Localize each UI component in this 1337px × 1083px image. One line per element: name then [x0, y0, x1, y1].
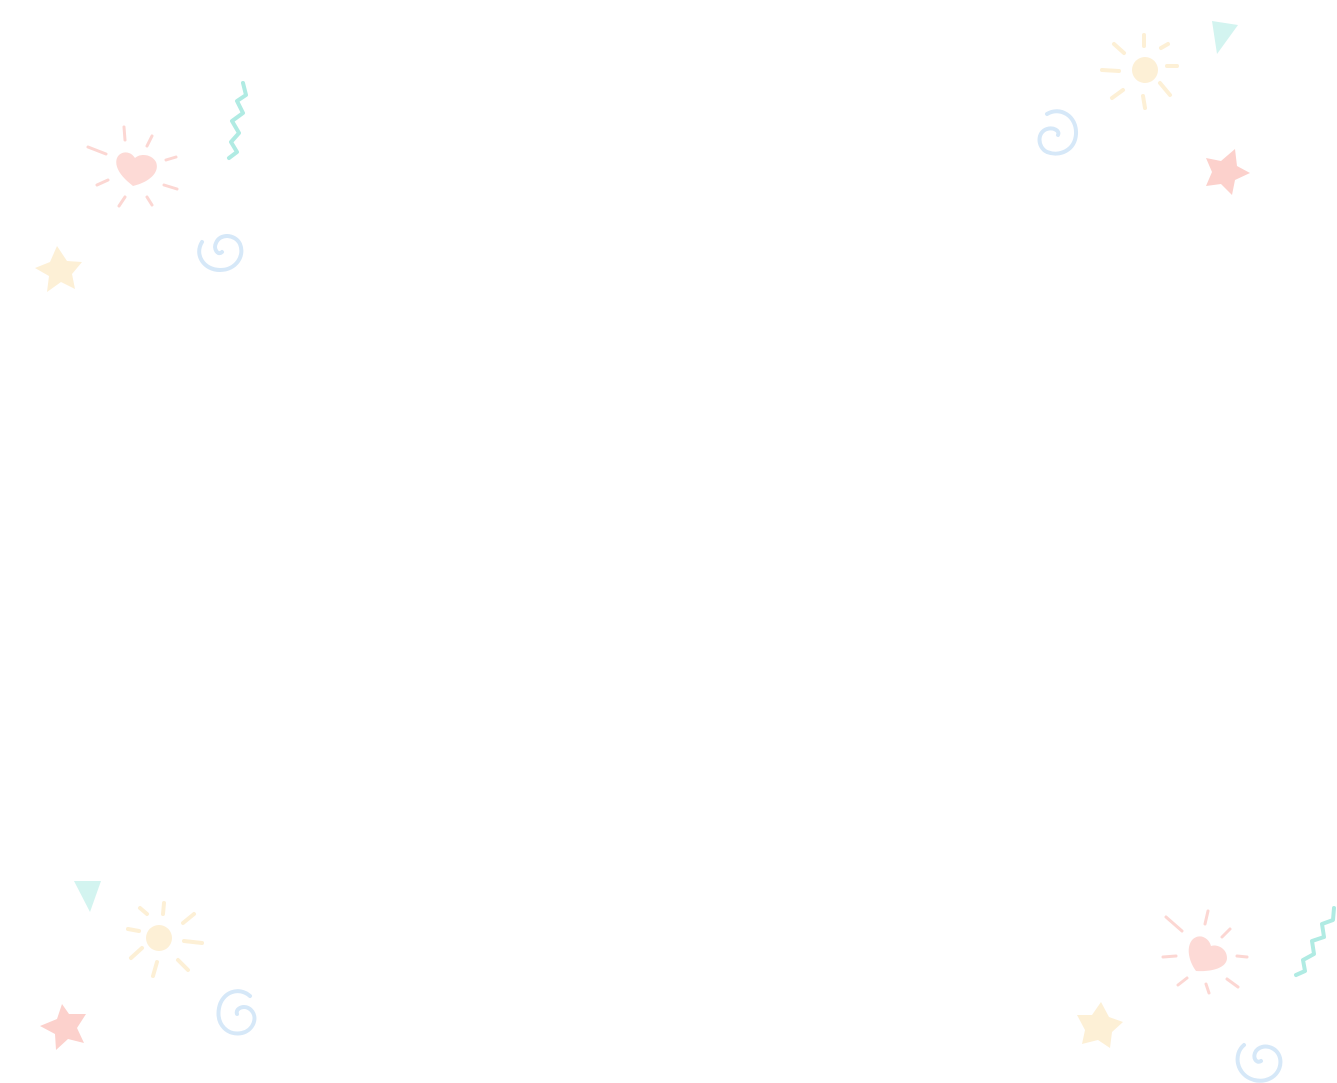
swirl-icon [197, 234, 244, 272]
swirl-icon [216, 989, 257, 1036]
heart-burst-icon [1161, 909, 1249, 995]
swirl-icon [1235, 1043, 1283, 1083]
sun-icon [1100, 33, 1179, 110]
triangle-icon [74, 881, 101, 912]
star-icon [35, 246, 82, 292]
zigzag-icon [1294, 906, 1336, 977]
triangle-icon [1212, 21, 1238, 54]
star-icon [1206, 149, 1250, 195]
swirl-icon [1037, 109, 1078, 156]
star-icon [1077, 1002, 1123, 1048]
sun-icon [126, 901, 204, 978]
star-icon [40, 1004, 86, 1050]
heart-burst-icon [86, 125, 179, 208]
zigzag-icon [227, 81, 248, 160]
